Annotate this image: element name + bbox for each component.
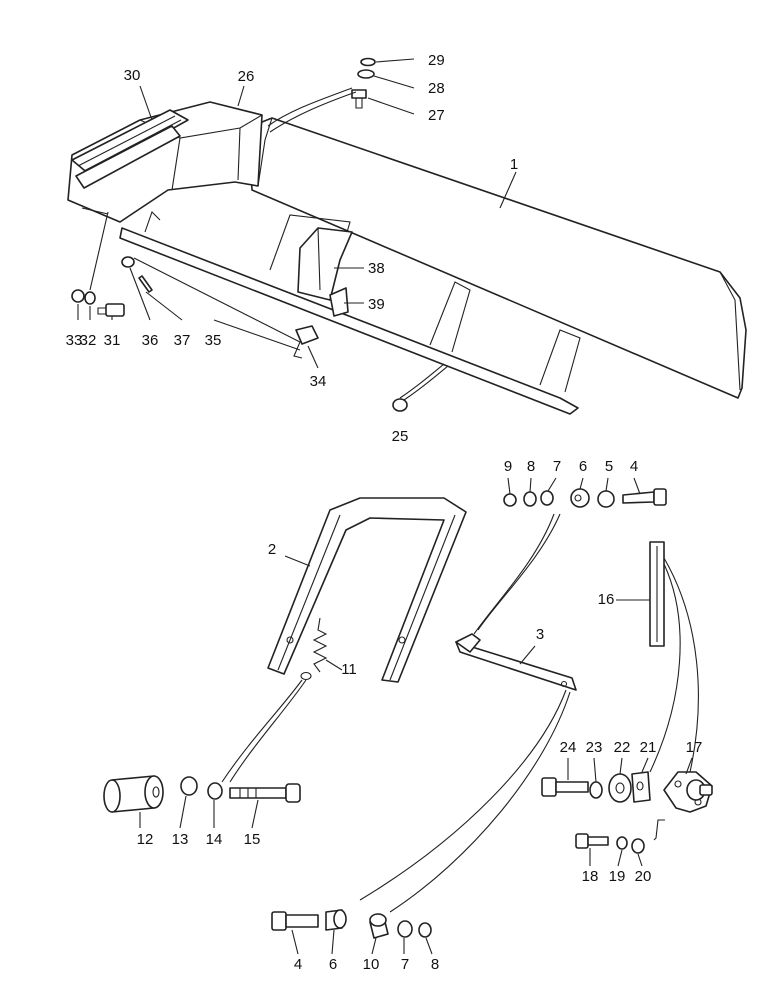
washer-part-20 (631, 838, 645, 854)
bolt-part-24 (541, 777, 589, 797)
sleeve-part-10 (369, 913, 389, 939)
spring-part-11 (300, 617, 328, 681)
callout-20: 20 (635, 868, 652, 885)
callout-36: 36 (142, 332, 159, 349)
washer-part-13 (180, 776, 198, 796)
callout-3: 3 (536, 626, 544, 643)
callout-6-bottom: 6 (329, 956, 337, 973)
callout-4-bottom: 4 (294, 956, 302, 973)
callout-33: 33 (66, 332, 83, 349)
callout-10: 10 (363, 956, 380, 973)
callout-22: 22 (614, 739, 631, 756)
callout-11: 11 (341, 661, 357, 678)
callout-27: 27 (428, 107, 445, 124)
roller-part-12 (103, 775, 164, 813)
washer-part-5 (597, 490, 615, 508)
flange-mount-part-17 (663, 771, 713, 813)
callout-5: 5 (605, 458, 613, 475)
callout-6-top: 6 (579, 458, 587, 475)
callout-29: 29 (428, 52, 445, 69)
callout-8-top: 8 (527, 458, 535, 475)
clip-part-39 (329, 287, 349, 317)
leader-lines (77, 58, 699, 955)
callout-13: 13 (172, 831, 189, 848)
washer-part-7b (397, 920, 413, 938)
clip-part-34 (295, 325, 319, 345)
callout-21: 21 (640, 739, 657, 756)
bracket-arm-part-3 (455, 633, 577, 691)
callout-39: 39 (368, 296, 385, 313)
bushing-part-6b (325, 909, 347, 931)
spacer-part-21 (631, 771, 651, 803)
callout-32: 32 (80, 332, 97, 349)
rubber-part-22 (608, 773, 632, 803)
callout-2: 2 (268, 541, 276, 558)
callout-18: 18 (582, 868, 599, 885)
callout-24: 24 (560, 739, 577, 756)
callout-31: 31 (104, 332, 121, 349)
callout-14: 14 (206, 831, 223, 848)
nut-part-29 (360, 57, 376, 67)
callout-35: 35 (205, 332, 222, 349)
callout-30: 30 (124, 67, 141, 84)
u-frame-part-2 (267, 497, 467, 683)
bolt-part-15 (229, 783, 301, 803)
callout-9: 9 (504, 458, 512, 475)
strip-part-16 (649, 541, 665, 647)
connector-bracket (653, 819, 665, 841)
washer-part-36 (121, 256, 135, 268)
nut-part-9 (503, 493, 517, 507)
bushing-part-6a (570, 488, 590, 508)
callout-15: 15 (244, 831, 261, 848)
bolt-part-4b (271, 911, 319, 931)
bolt-part-18 (575, 833, 609, 849)
callout-34: 34 (310, 373, 327, 390)
washer-part-19 (616, 836, 628, 850)
washer-part-23 (589, 781, 603, 799)
callout-17: 17 (686, 739, 703, 756)
callout-28: 28 (428, 80, 445, 97)
bolt-part-31 (97, 303, 125, 317)
washer-part-32 (84, 291, 96, 305)
callout-38: 38 (368, 260, 385, 277)
grille-part-30 (71, 109, 189, 189)
lower-tray-frame (119, 210, 581, 415)
washer-part-7a (540, 490, 554, 506)
washer-part-14 (207, 782, 223, 800)
callout-16: 16 (598, 591, 615, 608)
callout-8-bottom: 8 (431, 956, 439, 973)
washer-part-28 (357, 69, 375, 79)
callout-7-top: 7 (553, 458, 561, 475)
callout-4-top: 4 (630, 458, 638, 475)
callout-37: 37 (174, 332, 191, 349)
callout-19: 19 (609, 868, 626, 885)
bolt-part-4a (622, 488, 667, 506)
pin-part-37 (138, 275, 153, 293)
bracket-part-38 (297, 227, 353, 301)
washer-part-8b (418, 922, 432, 938)
callout-25: 25 (392, 428, 409, 445)
callout-23: 23 (586, 739, 603, 756)
callout-1: 1 (510, 156, 518, 173)
washer-part-33 (71, 289, 85, 303)
washer-part-8a (523, 491, 537, 507)
callout-12: 12 (137, 831, 154, 848)
callout-26: 26 (238, 68, 255, 85)
plug-part-25 (392, 398, 408, 412)
callout-7-bottom: 7 (401, 956, 409, 973)
